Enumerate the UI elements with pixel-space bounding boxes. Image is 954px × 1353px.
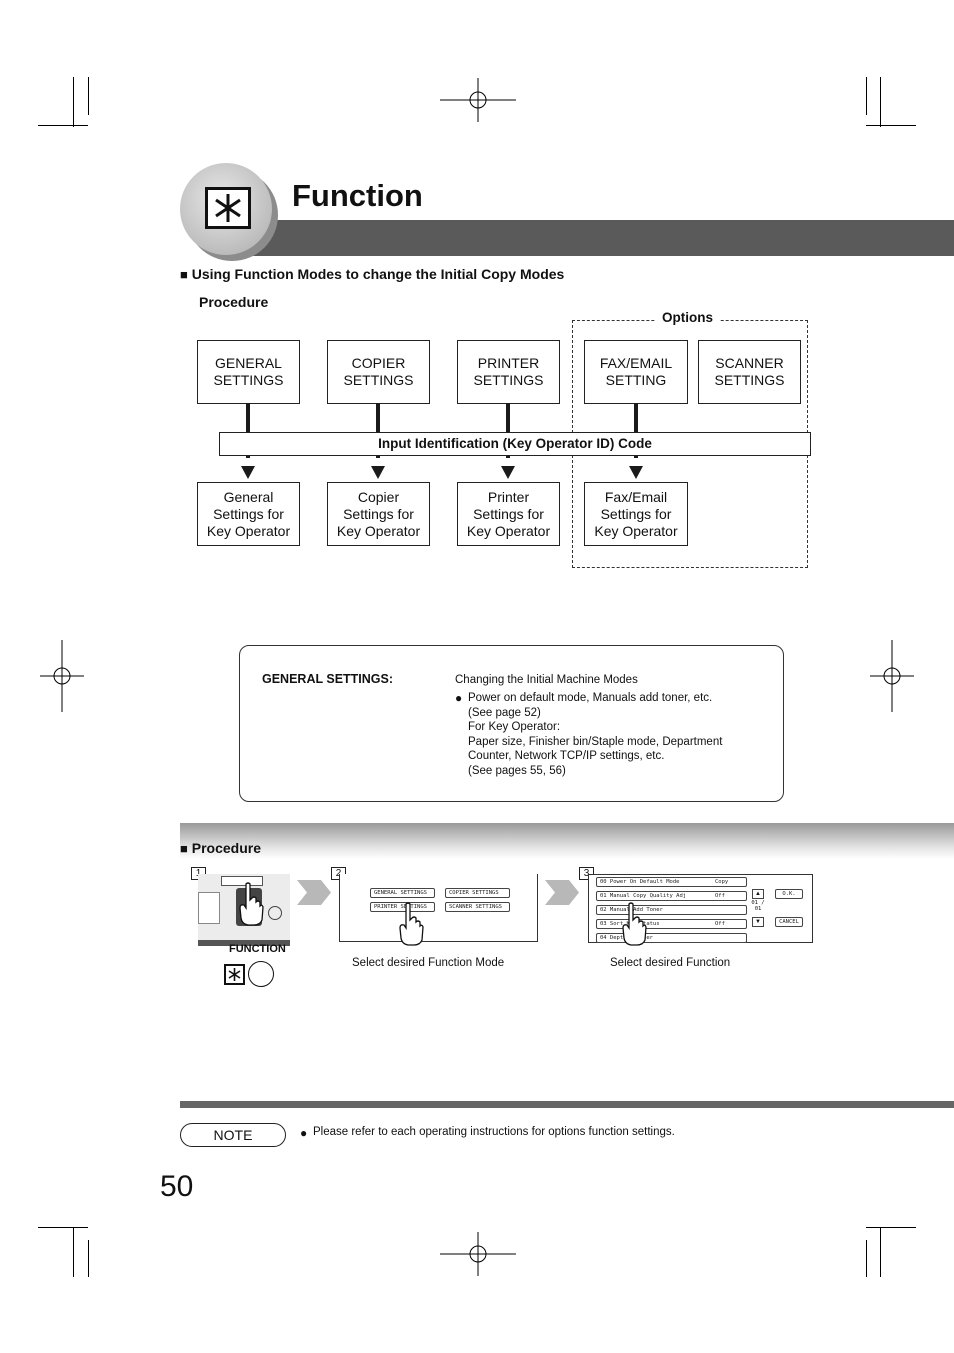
function-key-icon xyxy=(224,964,245,985)
connector-line xyxy=(246,403,250,458)
connector-line xyxy=(376,403,380,458)
ok-button[interactable]: O.K. xyxy=(775,889,803,899)
printer-settings-box: PRINTER SETTINGS xyxy=(457,340,560,404)
crop-mark xyxy=(880,77,881,127)
panel-start-button[interactable] xyxy=(268,906,282,920)
bottom-bar xyxy=(180,1101,954,1108)
registration-mark-top xyxy=(440,78,516,122)
printer-settings-button[interactable]: PRINTER SETTINGS xyxy=(370,902,435,912)
info-line: Paper size, Finisher bin/Staple mode, De… xyxy=(468,735,723,748)
procedure-label: Procedure xyxy=(199,294,269,310)
scroll-down-icon[interactable]: ▼ xyxy=(752,917,764,927)
square-bullet-icon: ■ xyxy=(180,841,188,856)
general-key-operator-box: General Settings for Key Operator xyxy=(197,482,300,546)
caption-step3: Select desired Function xyxy=(610,957,731,969)
crop-mark xyxy=(88,77,89,115)
crop-mark xyxy=(73,1227,74,1277)
info-bullet-text: Power on default mode, Manuals add toner… xyxy=(468,691,768,778)
registration-mark-bottom xyxy=(440,1232,516,1276)
crop-mark xyxy=(88,1240,89,1277)
general-settings-box: GENERAL SETTINGS xyxy=(197,340,300,404)
info-intro: Changing the Initial Machine Modes xyxy=(455,674,638,686)
crop-mark xyxy=(38,1227,88,1228)
crop-mark xyxy=(866,1240,867,1277)
procedure-heading: ■ Procedure xyxy=(180,840,261,856)
scanner-settings-box: SCANNER SETTINGS xyxy=(698,340,801,404)
options-label: Options xyxy=(656,310,719,325)
function-row[interactable]: 04 Dept. Counter xyxy=(596,933,747,943)
bullet-icon: ● xyxy=(300,1126,308,1140)
function-mode-screen: GENERAL SETTINGS COPIER SETTINGS PRINTER… xyxy=(339,874,538,942)
procedure-heading-text: Procedure xyxy=(191,840,261,856)
input-id-code-bar: Input Identification (Key Operator ID) C… xyxy=(219,432,811,456)
scanner-settings-button[interactable]: SCANNER SETTINGS xyxy=(445,902,510,912)
copier-settings-button[interactable]: COPIER SETTINGS xyxy=(445,888,510,898)
function-key-icon xyxy=(205,187,251,229)
connector-line xyxy=(634,403,638,458)
scroll-up-icon[interactable]: ▲ xyxy=(752,889,764,899)
fax-email-setting-box: FAX/EMAIL SETTING xyxy=(584,340,688,404)
page-number: 50 xyxy=(160,1170,194,1203)
function-row[interactable]: 02 Manual Add Toner xyxy=(596,905,747,915)
connector-line xyxy=(506,403,510,458)
arrow-down-icon xyxy=(629,466,643,479)
function-key-button[interactable] xyxy=(248,961,274,987)
arrow-down-icon xyxy=(501,466,515,479)
crop-mark xyxy=(866,125,916,126)
registration-mark-left xyxy=(40,640,84,712)
info-line: Power on default mode, Manuals add toner… xyxy=(468,692,713,704)
chevron-right-icon xyxy=(545,880,579,905)
fax-email-key-operator-box: Fax/Email Settings for Key Operator xyxy=(584,482,688,546)
title-bar xyxy=(230,220,954,256)
note-label: NOTE xyxy=(180,1123,286,1147)
caption-step2: Select desired Function Mode xyxy=(352,957,505,969)
general-settings-button[interactable]: GENERAL SETTINGS xyxy=(370,888,435,898)
info-box: GENERAL SETTINGS: Changing the Initial M… xyxy=(239,645,784,802)
crop-mark xyxy=(866,77,867,115)
panel-key-row xyxy=(221,876,263,886)
info-line: (See pages 55, 56) xyxy=(468,764,566,777)
note-text: Please refer to each operating instructi… xyxy=(313,1126,675,1138)
info-line: Counter, Network TCP/IP settings, etc. xyxy=(468,750,665,762)
section-heading: ■ Using Function Modes to change the Ini… xyxy=(180,266,564,282)
copier-key-operator-box: Copier Settings for Key Operator xyxy=(327,482,430,546)
section-heading-text: Using Function Modes to change the Initi… xyxy=(191,266,565,282)
info-line: For Key Operator: xyxy=(468,721,561,733)
info-label: GENERAL SETTINGS: xyxy=(262,672,394,686)
arrow-down-icon xyxy=(371,466,385,479)
chevron-right-icon xyxy=(297,880,331,905)
pointing-hand-icon xyxy=(239,882,264,926)
copier-settings-box: COPIER SETTINGS xyxy=(327,340,430,404)
crop-mark xyxy=(73,77,74,127)
cancel-button[interactable]: CANCEL xyxy=(775,917,803,927)
crop-mark xyxy=(866,1227,916,1228)
bullet-icon: ● xyxy=(455,691,463,705)
registration-mark-right xyxy=(870,640,914,712)
page-title: Function xyxy=(292,178,423,213)
function-key-label: FUNCTION xyxy=(229,943,286,955)
page-indicator: 01 / 01 xyxy=(751,900,765,912)
procedure-gradient-bar xyxy=(180,823,954,859)
crop-mark xyxy=(38,125,88,126)
info-line: (See page 52) xyxy=(468,706,541,719)
pointing-hand-icon xyxy=(622,902,647,946)
panel-display xyxy=(198,892,220,924)
crop-mark xyxy=(880,1227,881,1277)
arrow-down-icon xyxy=(241,466,255,479)
pointing-hand-icon xyxy=(399,902,424,946)
printer-key-operator-box: Printer Settings for Key Operator xyxy=(457,482,560,546)
square-bullet-icon: ■ xyxy=(180,267,188,282)
